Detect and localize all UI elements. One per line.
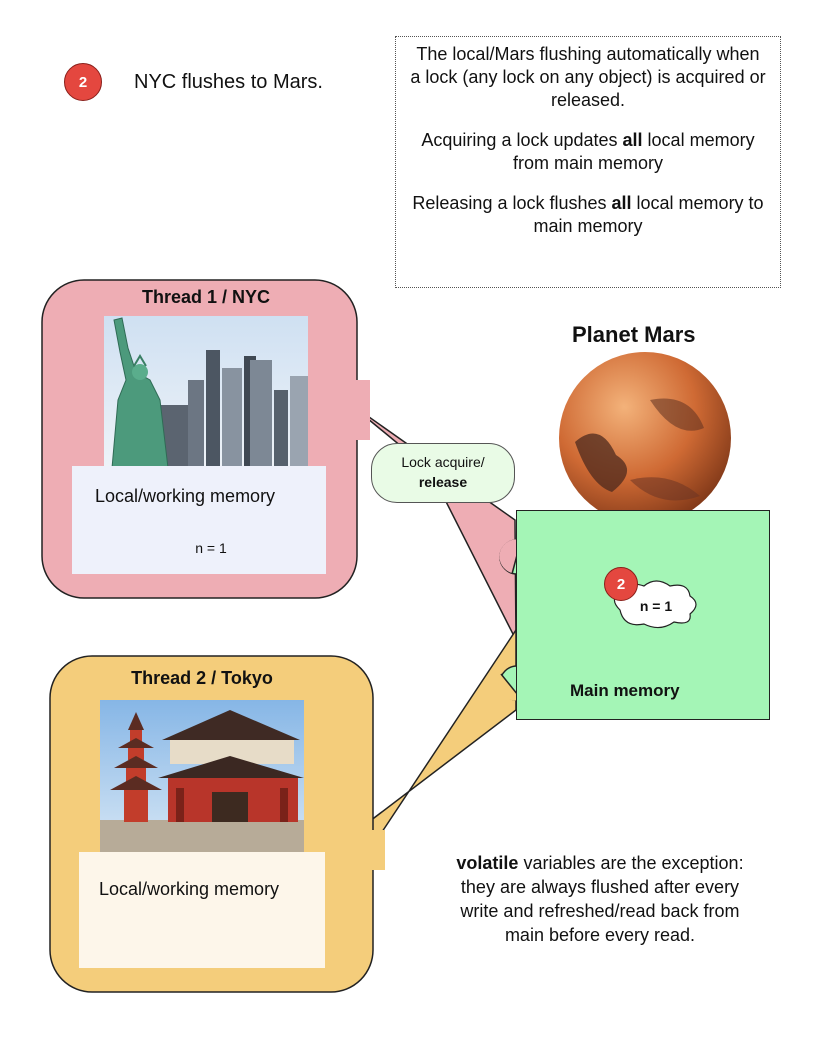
thread2-local-memory-label: Local/working memory: [99, 879, 280, 899]
explanation-note: The local/Mars flushing automatically wh…: [395, 36, 781, 288]
step-number-badge: 2: [64, 63, 102, 101]
lock-callout: Lock acquire/ release: [371, 443, 515, 503]
thread1-bubble-tail: [344, 399, 517, 641]
mars-cloud-value: n = 1: [639, 598, 673, 614]
lock-callout-line1: Lock acquire/: [401, 454, 485, 470]
thread1-local-memory: Local/working memory: [72, 466, 326, 574]
step-description: NYC flushes to Mars.: [134, 71, 323, 93]
thread1-title: Thread 1 / NYC: [141, 287, 271, 307]
lock-callout-line2: release: [418, 474, 468, 490]
volatile-note: volatile variables are the exception: th…: [456, 853, 744, 945]
nyc-image: [104, 316, 308, 469]
note-line-1: The local/Mars flushing automatically wh…: [410, 44, 766, 110]
tokyo-image: [100, 700, 304, 852]
mars-step-badge: 2: [604, 567, 638, 601]
main-memory-label: Main memory: [570, 681, 680, 700]
thread1-cloud-value: n = 1: [195, 540, 227, 556]
planet-title: Planet Mars: [572, 322, 696, 347]
thread1-local-memory-label: Local/working memory: [95, 486, 276, 506]
note-acquire: Acquiring a lock updates all local memor…: [421, 130, 755, 173]
mars-image: [559, 352, 731, 524]
thread2-local-memory: Local/working memory: [79, 852, 325, 968]
thread2-title: Thread 2 / Tokyo: [131, 668, 273, 688]
note-release: Releasing a lock flushes all local memor…: [412, 193, 764, 236]
